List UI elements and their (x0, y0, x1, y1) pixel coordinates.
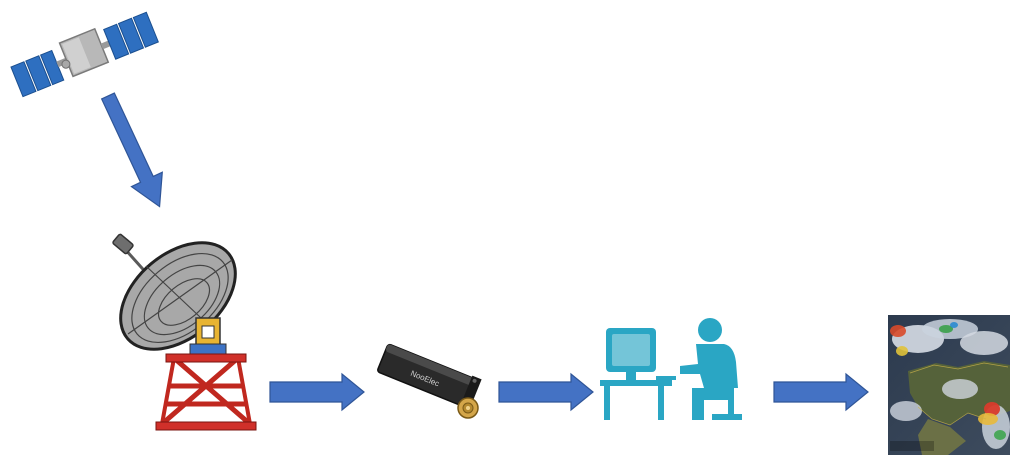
computer-user-icon (600, 314, 746, 424)
arrow-dish-to-sdr (268, 372, 368, 412)
arrow-sdr-to-computer (497, 372, 597, 412)
arrow-satellite-to-dish (90, 88, 180, 228)
weather-satellite-image-icon (888, 315, 1010, 455)
arrow-computer-to-output (772, 372, 872, 412)
usb-sdr-dongle-icon: NooElec (372, 336, 488, 422)
dish-antenna-icon (100, 226, 260, 436)
satellite-icon (0, 0, 170, 100)
